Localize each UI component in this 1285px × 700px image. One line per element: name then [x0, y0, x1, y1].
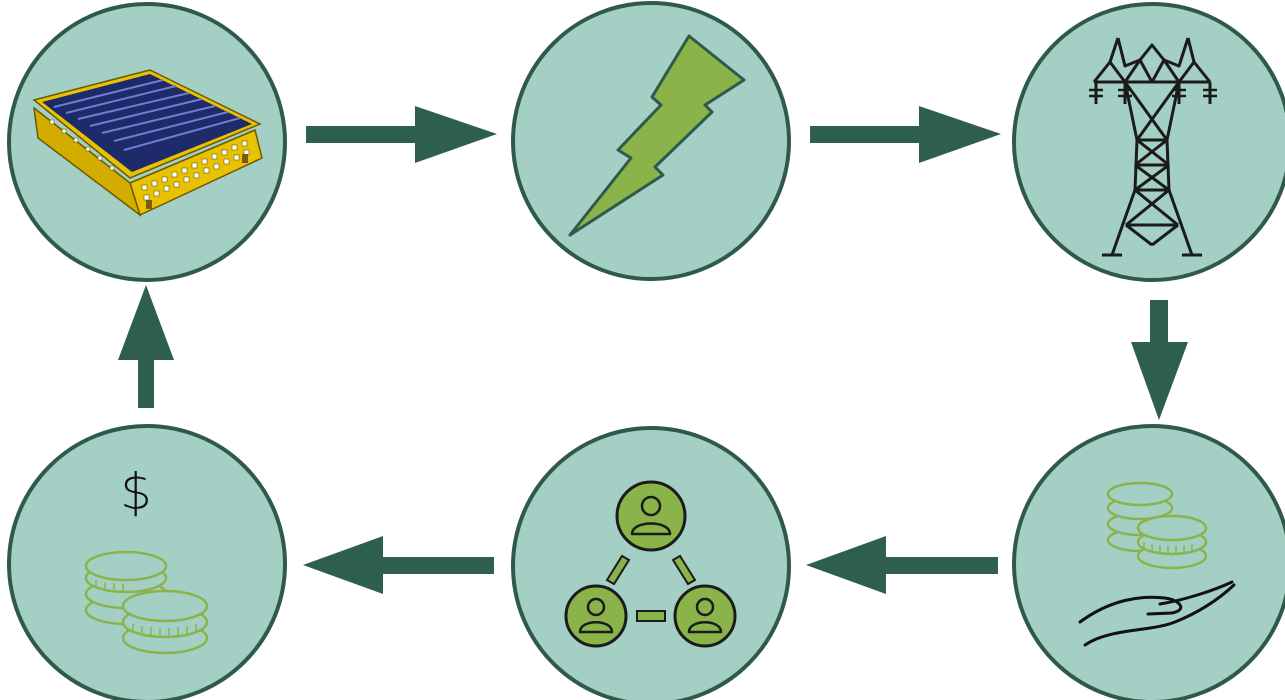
node-income — [1012, 424, 1285, 700]
coin-stack-right — [1136, 514, 1208, 570]
node-electricity — [511, 1, 791, 281]
arrow-income-to-community — [806, 536, 998, 594]
coins-in-hand-icon — [1078, 481, 1236, 647]
person-icon-right — [673, 584, 737, 648]
solar-roof-building-icon — [32, 69, 263, 218]
lightning-bolt-icon — [568, 34, 746, 237]
node-solar-building — [7, 2, 287, 282]
arrow-building-to-electricity — [306, 106, 497, 163]
arrow-savings-to-building — [118, 285, 174, 408]
people-network-icon — [564, 480, 737, 648]
transmission-tower-icon — [1089, 37, 1217, 257]
node-community — [511, 426, 791, 700]
arrow-community-to-savings — [303, 536, 494, 594]
node-power-grid — [1012, 2, 1285, 282]
arrow-grid-to-income — [1131, 300, 1188, 420]
person-icon-top — [615, 480, 687, 552]
open-hand-icon — [1078, 580, 1236, 647]
person-icon-left — [564, 584, 628, 648]
coin-stack-icon — [84, 550, 209, 655]
dollar-sign: $ — [120, 463, 152, 521]
node-savings: $ — [7, 424, 287, 700]
arrow-electricity-to-grid — [810, 106, 1001, 163]
